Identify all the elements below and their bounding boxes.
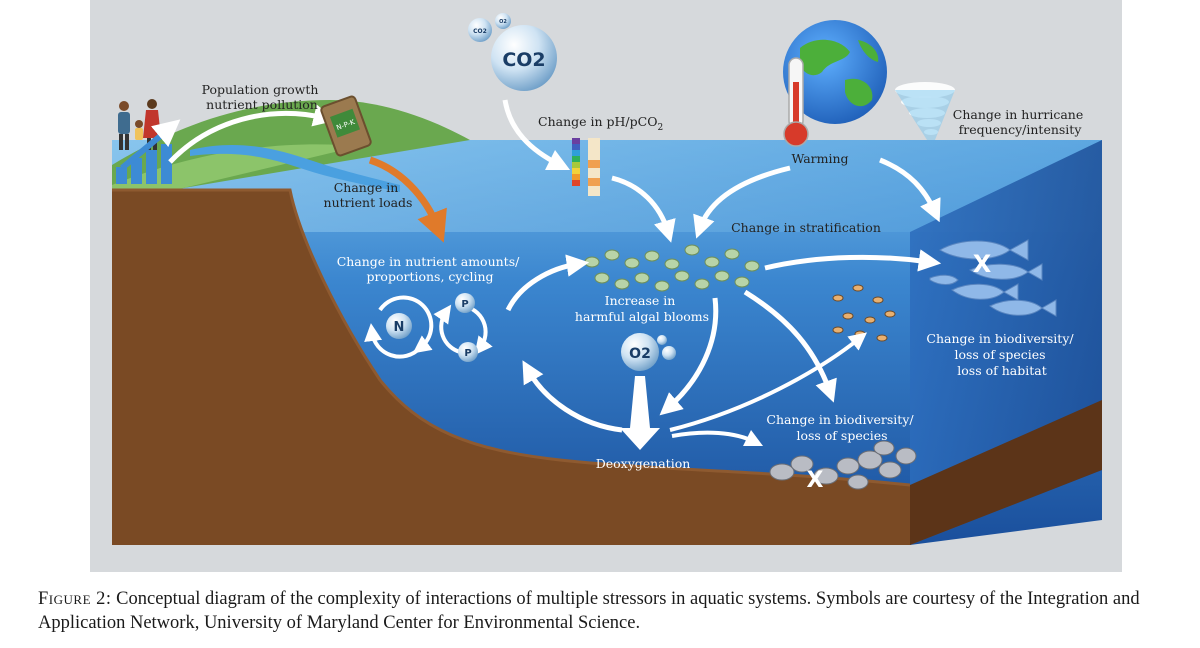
arrow-blooms-to-benthic — [743, 289, 837, 403]
label-hurricane: Change in hurricane frequency/intensity — [953, 107, 1087, 137]
benthic-shells-icon — [769, 440, 917, 490]
arrow-blooms-to-fish — [764, 249, 942, 272]
thermometer-icon — [783, 57, 809, 147]
label-nutrient-cycling: Change in nutrient amounts/ proportions,… — [337, 254, 524, 284]
co2-bubbles-icon: CO2 O2 CO2 — [468, 13, 557, 91]
arrow-deoxygenation — [620, 376, 660, 450]
growth-chart-icon — [116, 119, 181, 184]
label-population: Population growth nutrient pollution — [202, 82, 323, 112]
sediment-top-edge — [112, 188, 911, 487]
nitrogen-symbol: N — [394, 320, 405, 335]
phosphorus-symbol-1: P — [461, 299, 468, 310]
arrow-cycling-to-blooms — [505, 254, 590, 312]
water-surface — [112, 140, 1102, 232]
benthic-loss-mark: X — [807, 468, 824, 493]
fish-icon — [929, 239, 1057, 317]
sediment-side — [910, 400, 1102, 545]
sediment — [112, 190, 910, 545]
co2-label: CO2 — [502, 49, 545, 71]
oxygen-bubbles-icon: O2 — [621, 333, 676, 371]
arrow-stratification-to-deoxygenation — [659, 297, 719, 416]
arrow-ph-to-blooms — [611, 175, 676, 243]
label-stratification: Change in stratification — [731, 220, 881, 235]
label-nutrient-loads: Change in nutrient loads — [324, 180, 413, 210]
arrow-deoxygenation-to-benthic — [671, 429, 764, 447]
fertilizer-bag-icon: N-P-K — [320, 95, 372, 157]
arrow-deoxygenation-to-cycling — [522, 360, 623, 433]
arrow-warming-to-fish — [879, 157, 941, 223]
fish-loss-mark: X — [973, 250, 992, 278]
label-biodiversity-fish: Change in biodiversity/ loss of species … — [926, 331, 1077, 378]
label-algal-blooms: Increase in harmful algal blooms — [575, 293, 709, 324]
arrow-nutrient-loads — [368, 156, 447, 243]
o2-small-label: O2 — [499, 19, 507, 25]
phosphorus-cycle-icon: P P — [433, 293, 493, 362]
nitrogen-cycle-icon: N — [364, 295, 434, 359]
co2-small-label: CO2 — [473, 28, 487, 35]
arrow-co2-to-ph — [502, 99, 571, 171]
o2-label: O2 — [629, 346, 651, 362]
label-warming: Warming — [791, 151, 848, 166]
river — [190, 144, 400, 192]
arrow-population-to-nutrients — [168, 104, 336, 164]
label-ph: Change in pH/pCO2 — [538, 114, 663, 133]
hurricane-icon — [895, 82, 955, 140]
ph-strip-icon — [572, 138, 600, 196]
globe-icon — [783, 20, 887, 124]
label-deoxygenation: Deoxygenation — [596, 456, 691, 471]
figure-caption: Figure 2: Conceptual diagram of the comp… — [38, 587, 1178, 635]
phosphorus-symbol-2: P — [464, 348, 471, 359]
caption-text: Conceptual diagram of the complexity of … — [38, 589, 1140, 633]
figure-label: Figure 2: — [38, 589, 112, 609]
arrow-deoxygenation-to-plankton — [669, 332, 868, 432]
arrow-warming-to-stratification — [693, 165, 791, 239]
label-biodiversity-benthic: Change in biodiversity/ loss of species — [766, 412, 917, 443]
